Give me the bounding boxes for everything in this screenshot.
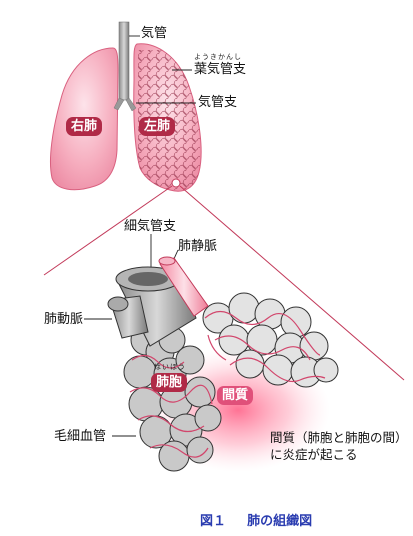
label-interstitium: 間質 (217, 386, 253, 405)
note-line-2: に炎症が起こる (270, 446, 408, 463)
lungs-illustration (50, 22, 201, 191)
caption-number: 図１ (200, 514, 226, 529)
label-alveolus: 肺胞 (151, 373, 187, 392)
label-pulmonary-artery: 肺動脈 (44, 313, 83, 326)
label-bronchus: 気管支 (198, 96, 237, 109)
figure-caption: 図１ 肺の組織図 (200, 515, 312, 528)
caption-title: 肺の組織図 (247, 514, 312, 529)
label-lobar-bronchus-ruby: ようきかんし (194, 54, 242, 61)
label-capillary: 毛細血管 (54, 430, 106, 443)
label-right-lung: 右肺 (66, 117, 102, 136)
note-line-1: 間質（肺胞と肺胞の間） (270, 429, 408, 446)
label-left-lung: 左肺 (139, 117, 175, 136)
magnify-marker (172, 179, 180, 187)
label-lobar-bronchus: 葉気管支 (194, 63, 246, 76)
label-pulmonary-vein: 肺静脈 (178, 240, 217, 253)
label-fine-bronchiole: 細気管支 (124, 220, 176, 233)
interstitium-note: 間質（肺胞と肺胞の間） に炎症が起こる (270, 429, 408, 463)
trachea-tube (119, 22, 129, 100)
label-alveolus-ruby: はいほう (154, 364, 186, 371)
label-trachea: 気管 (141, 27, 167, 40)
